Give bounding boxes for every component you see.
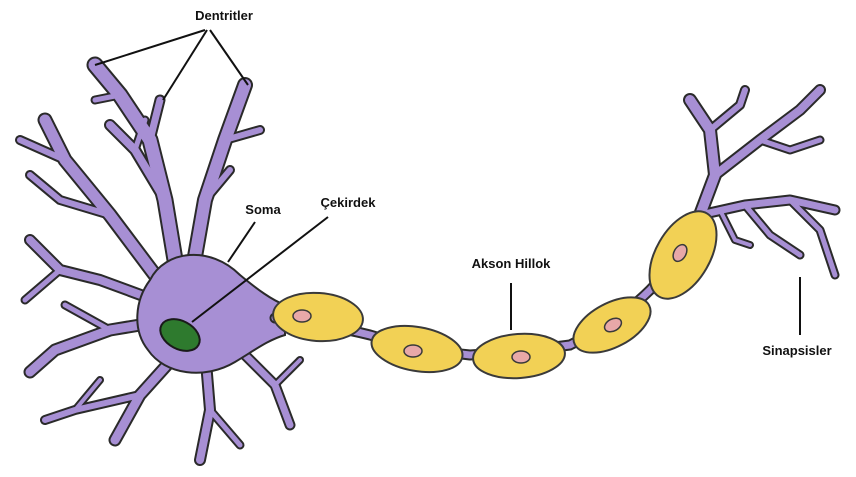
- axon-hillock-label: Akson Hillok: [472, 256, 552, 271]
- myelin-sheath: [271, 200, 730, 381]
- myelin-segment: [368, 319, 466, 378]
- dendrite-pointer-line: [210, 30, 248, 85]
- schwann-cell-nucleus: [293, 310, 311, 322]
- synapses-label: Sinapsisler: [762, 343, 831, 358]
- soma-label: Soma: [245, 202, 281, 217]
- dendrite-branches: [20, 65, 300, 460]
- schwann-cell-nucleus: [404, 345, 422, 357]
- soma-body: [137, 255, 285, 373]
- myelin-segment: [271, 290, 364, 344]
- soma-pointer-line: [228, 222, 255, 262]
- myelin-segment: [472, 331, 567, 381]
- schwann-cell-nucleus: [512, 351, 530, 363]
- dendrites-label: Dentritler: [195, 8, 253, 23]
- nucleus-label: Çekirdek: [321, 195, 377, 210]
